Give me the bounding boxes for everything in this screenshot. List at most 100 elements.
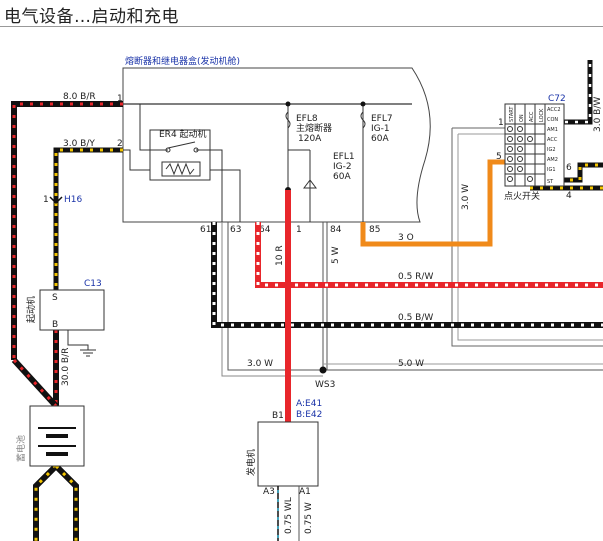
relay-internal-wire-b <box>196 149 223 222</box>
alternator-pin-b1: B1 <box>272 411 284 421</box>
ign-row-am1: AM1 <box>547 127 558 133</box>
label-30br: 30.0 B/R <box>61 348 71 386</box>
starter-pin-s: S <box>52 293 58 303</box>
relay-coil <box>161 161 201 177</box>
starter-ground-wire <box>67 330 89 350</box>
wire-3w-vertical-right <box>451 128 603 347</box>
fuse-efl1-desc: IG-2 <box>333 162 352 172</box>
ign-row-st: ST <box>547 179 554 185</box>
fuse-efl7-symbol <box>360 111 366 129</box>
label-05rw: 0.5 R/W <box>398 272 433 282</box>
wire-battery-lower <box>33 463 79 541</box>
ign-pin-4: 4 <box>566 191 572 201</box>
relay-er4-box <box>149 129 211 181</box>
ign-row-ig1: IG1 <box>547 167 556 173</box>
label-3o: 3 O <box>398 233 414 243</box>
fuse-box-pin-1b: 1 <box>296 225 302 235</box>
ign-connector: C72 <box>548 94 566 104</box>
label-3by: 3.0 B/Y <box>63 139 95 149</box>
alternator-label: 发电机 <box>245 449 257 476</box>
relay-internal-wire-d <box>123 149 150 171</box>
fuse-efl7-node <box>360 101 366 107</box>
battery-label: 蓄电池 <box>15 435 27 462</box>
wire-05rw-harness <box>255 222 603 288</box>
ground-icon <box>80 349 96 357</box>
wire-3w-vertical-right-b <box>457 134 603 341</box>
fuse-box-pin-64: 64 <box>259 225 271 235</box>
fuse-efl8-id: EFL8 <box>296 114 318 124</box>
fuse-efl1-symbol <box>303 179 317 189</box>
starter-connector: C13 <box>84 279 102 289</box>
relay-switch-contact <box>167 141 196 149</box>
label-50w: 5.0 W <box>398 359 424 369</box>
label-075wl: 0.75 WL <box>284 497 294 534</box>
fuse-efl1-rating: 60A <box>333 172 351 182</box>
fuse-efl8-desc: 主熔断器 <box>296 122 332 134</box>
alternator-conn-b: B:E42 <box>296 410 322 420</box>
label-30bw: 3.0 B/W <box>593 97 603 132</box>
ign-row-acc: ACC <box>547 137 558 143</box>
ign-col-lock: LOCK <box>539 108 545 122</box>
fuse-box-title: 熔断器和继电器盒(发动机舱) <box>125 55 240 67</box>
wire-30br-harness <box>11 330 59 409</box>
fuse-efl1-id: EFL1 <box>333 152 355 162</box>
ign-row-am2: AM2 <box>547 157 558 163</box>
ws3-splice <box>319 366 327 374</box>
wire-3by-harness <box>53 147 123 290</box>
fuse-box-pin-1: 1 <box>117 94 123 104</box>
fuse-box-outline <box>122 67 431 223</box>
fuse-box-pin-61: 61 <box>200 225 211 235</box>
label-5w: 5 W <box>331 246 341 264</box>
ign-col-acc: ACC <box>529 111 535 122</box>
wire-8br-harness <box>11 101 123 360</box>
alternator-conn-a: A:E41 <box>296 399 322 409</box>
fuse-efl8-node <box>285 101 291 107</box>
fuse-box-pin-63: 63 <box>230 225 241 235</box>
label-30w-horizontal: 3.0 W <box>247 359 273 369</box>
fuse-efl7-rating: 60A <box>371 134 389 144</box>
relay-coil-winding <box>165 162 195 176</box>
ignition-switch-grid <box>504 103 565 187</box>
fuse-box-pin-2: 2 <box>117 139 123 149</box>
starter-pin-b: B <box>52 320 58 330</box>
ign-label: 点火开关 <box>504 190 540 202</box>
label-30w-vertical: 3.0 W <box>461 184 471 210</box>
title-divider <box>0 26 603 27</box>
h16-label: H16 <box>64 195 82 205</box>
starter-box <box>39 289 105 331</box>
fuse-box-pin-84: 84 <box>330 225 342 235</box>
fuse-box-pin-85: 85 <box>369 225 380 235</box>
alternator-pin-a3: A3 <box>263 487 275 497</box>
label-05bw: 0.5 B/W <box>398 313 433 323</box>
ign-row-con: CON <box>547 117 558 123</box>
ign-col-start: START <box>509 106 515 122</box>
starter-label: 起动机 <box>25 296 37 323</box>
ws3-label: WS3 <box>315 380 335 390</box>
ign-pin-6: 6 <box>566 163 572 173</box>
fuse-efl7-desc: IG-1 <box>371 124 390 134</box>
relay-internal-wire-a <box>123 103 168 151</box>
wire-3o <box>360 159 507 247</box>
fuse-efl8-rating: 120A <box>298 134 322 144</box>
alternator-box <box>257 421 319 487</box>
wire-05bw-harness <box>211 222 603 328</box>
fuse-efl7-id: EFL7 <box>371 114 393 124</box>
ign-pin-5: 5 <box>496 152 502 162</box>
label-8br: 8.0 B/R <box>63 92 96 102</box>
alternator-pin-a1: A1 <box>299 487 311 497</box>
relay-internal-wire-c <box>210 169 241 222</box>
relay-er4-label: ER4 起动机 <box>159 128 207 140</box>
label-10r: 10 R <box>275 245 285 266</box>
fuse-efl8-symbol <box>285 111 291 129</box>
h16-connector-icon <box>49 196 63 205</box>
label-075w: 0.75 W <box>304 502 314 534</box>
h16-pin: 1 <box>43 195 49 205</box>
ign-row-acc2: ACC2 <box>547 107 561 113</box>
ign-col-on: ON <box>519 114 525 122</box>
wire-3w-loop <box>227 222 323 371</box>
ign-row-ig2: IG2 <box>547 147 556 153</box>
wire-3w-loop-inner <box>221 222 323 377</box>
ign-pin-1: 1 <box>498 118 504 128</box>
page-title: 电气设备…启动和充电 <box>4 7 179 27</box>
